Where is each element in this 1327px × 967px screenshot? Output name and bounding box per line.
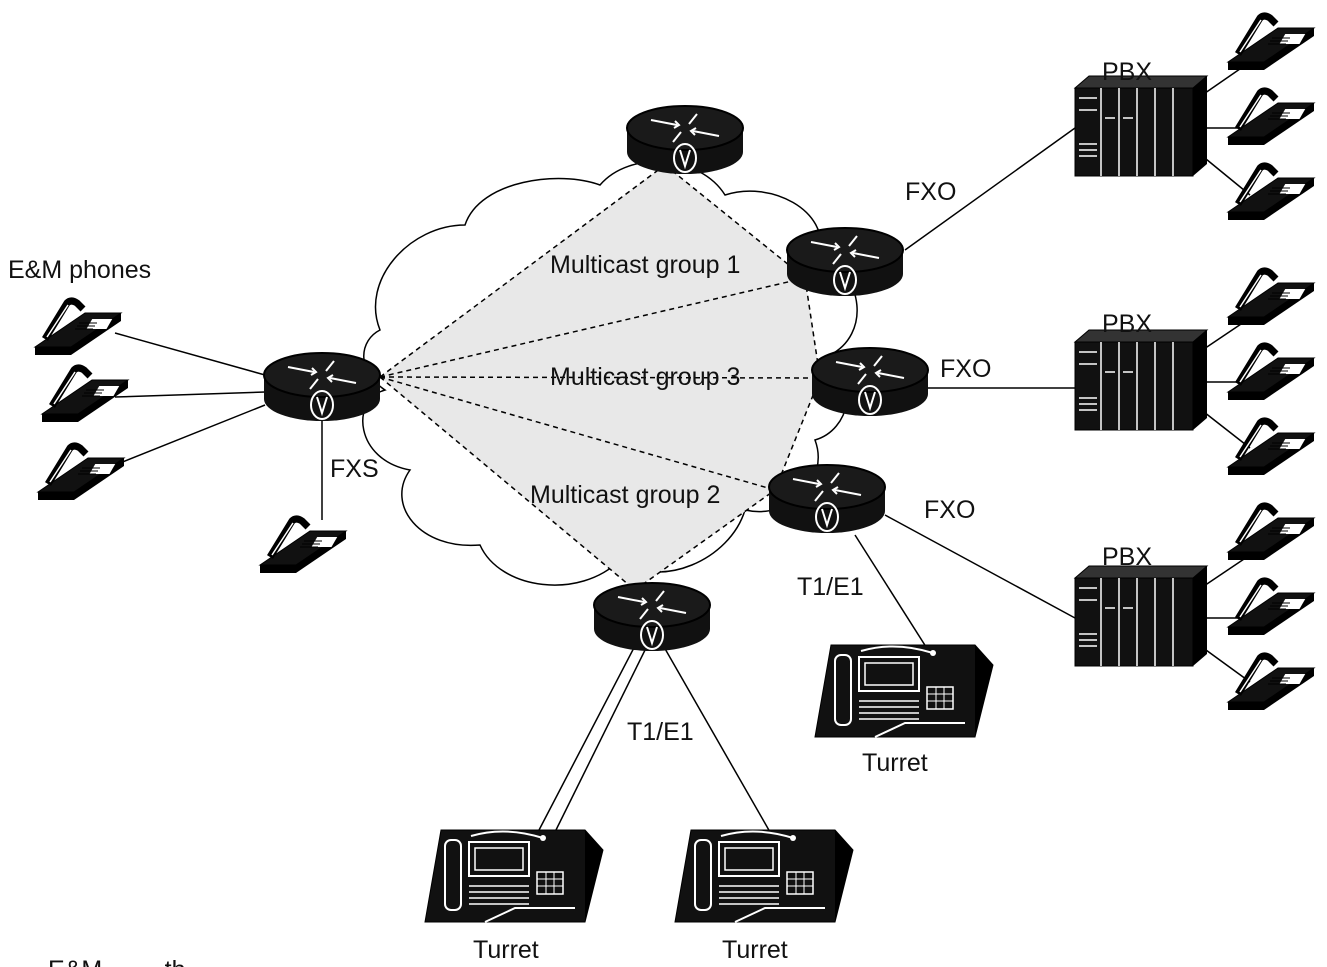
- fxo-bottom-label: FXO: [924, 496, 975, 524]
- multicast-group-2-label: Multicast group 2: [530, 481, 720, 509]
- telephone-icon: [1228, 16, 1314, 70]
- fxo-middle-label: FXO: [940, 355, 991, 383]
- multicast-group-1-label: Multicast group 1: [550, 251, 740, 279]
- telephone-icon: [1228, 166, 1314, 220]
- turret-icon: [814, 644, 994, 738]
- telephone-icon: [1228, 506, 1314, 560]
- turret-icon: [674, 829, 854, 923]
- fxo-top-label: FXO: [905, 178, 956, 206]
- pbx-bottom-label: PBX: [1102, 543, 1152, 571]
- telephone-icon: [38, 446, 124, 500]
- multicast-area-group-3b: [380, 377, 820, 490]
- telephone-icon: [1228, 91, 1314, 145]
- router-icon[interactable]: [593, 582, 711, 652]
- em-phones-label: E&M phones: [8, 256, 151, 284]
- turret-bottom-right-label: Turret: [722, 936, 788, 964]
- multicast-area-group-2: [380, 377, 775, 590]
- router-icon[interactable]: [263, 352, 381, 422]
- telephone-icon: [1228, 346, 1314, 400]
- router-icon[interactable]: [786, 227, 904, 297]
- pbx-icon: [1074, 329, 1208, 431]
- router-icon[interactable]: [626, 105, 744, 175]
- telephone-icon: [1228, 656, 1314, 710]
- turret-icon: [424, 829, 604, 923]
- telephone-icon: [35, 301, 121, 355]
- turret-bottom-left-label: Turret: [473, 936, 539, 964]
- telephone-icon: [1228, 271, 1314, 325]
- pbx-middle-label: PBX: [1102, 310, 1152, 338]
- multicast-area-group-1: [380, 165, 805, 377]
- telephone-icon: [260, 519, 346, 573]
- cut-off-caption: E&M ... ... th: [48, 956, 186, 967]
- telephone-icon: [1228, 581, 1314, 635]
- turret-right-label: Turret: [862, 749, 928, 777]
- router-icon[interactable]: [768, 464, 886, 534]
- t1e1-bottom-label: T1/E1: [627, 718, 694, 746]
- fxs-label: FXS: [330, 455, 379, 483]
- pbx-icon: [1074, 565, 1208, 667]
- multicast-area-group-3: [380, 278, 820, 378]
- pbx-top-label: PBX: [1102, 58, 1152, 86]
- telephone-icon: [42, 368, 128, 422]
- router-icon[interactable]: [811, 347, 929, 417]
- multicast-group-3-label: Multicast group 3: [550, 363, 740, 391]
- pbx-icon: [1074, 75, 1208, 177]
- t1e1-right-label: T1/E1: [797, 573, 864, 601]
- telephone-icon: [1228, 421, 1314, 475]
